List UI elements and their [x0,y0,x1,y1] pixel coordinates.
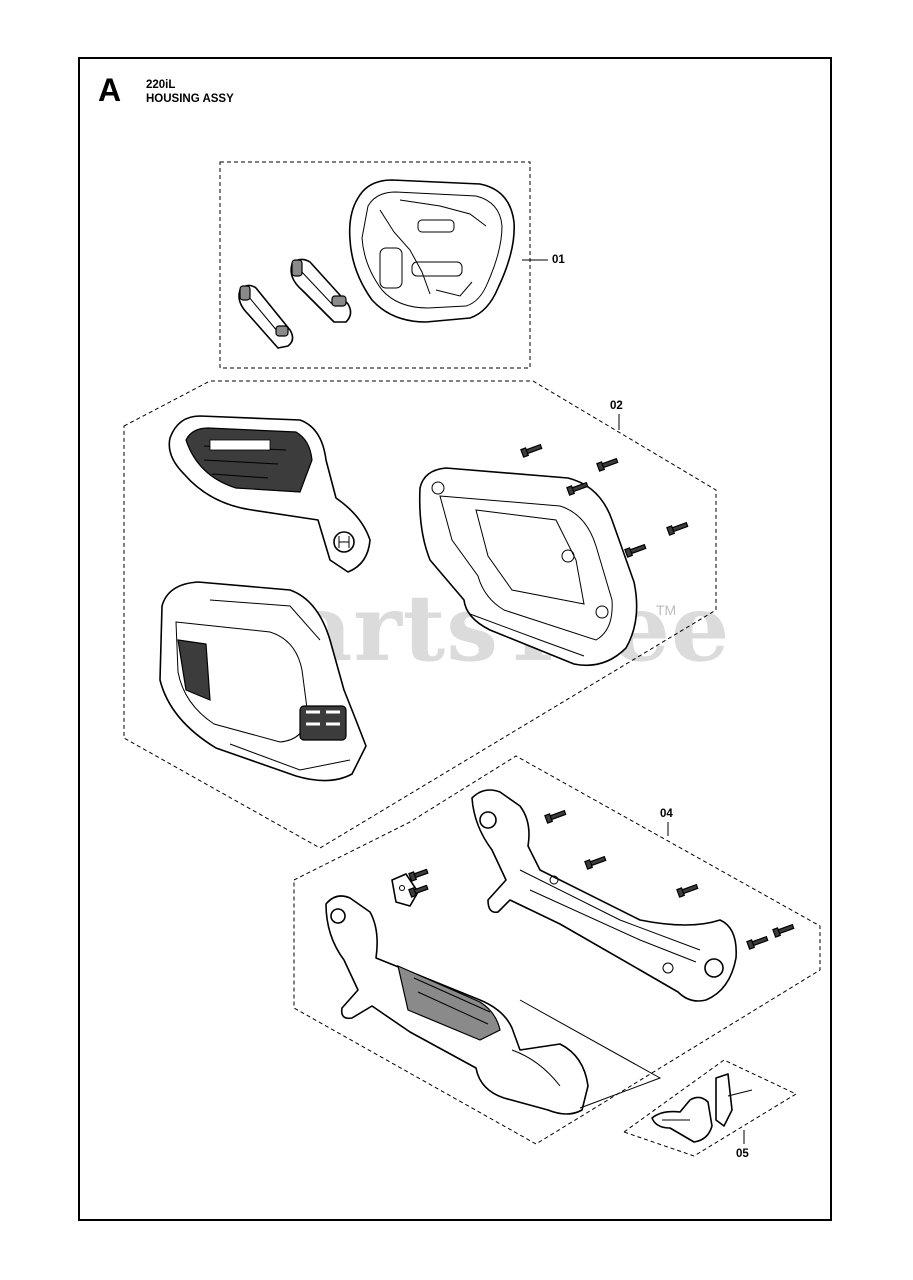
group-02[interactable] [123,380,717,849]
screws-02[interactable] [520,443,689,558]
assembly-title: HOUSING ASSY [146,93,234,105]
section-letter: A [98,72,122,108]
group-02-outline [123,380,717,849]
part-handle-cover[interactable] [348,179,515,323]
callout-01[interactable]: 01 [552,254,565,266]
group-04-outline [293,755,821,1145]
part-top-cover[interactable] [168,415,371,573]
watermark-trademark: TM [656,602,677,618]
group-05[interactable] [622,1059,798,1157]
part-small-bracket[interactable] [391,873,419,907]
group-01-outline [219,161,531,369]
part-trigger[interactable] [651,1073,753,1143]
part-left-handle-half[interactable] [325,895,662,1115]
group-04[interactable] [293,755,821,1145]
model-number: 220iL [146,79,176,91]
part-right-handle-half[interactable] [471,789,737,1002]
callout-02[interactable]: 02 [610,400,623,412]
callout-05[interactable]: 05 [736,1148,749,1160]
screws-04[interactable] [408,809,795,950]
part-clip-small[interactable] [238,284,294,349]
part-clip-large[interactable] [290,258,352,323]
group-05-outline [622,1059,798,1157]
part-front-housing[interactable] [159,581,367,782]
part-rear-housing[interactable] [418,467,638,667]
group-01[interactable] [219,161,548,369]
diagram-frame [78,57,832,1221]
callout-04[interactable]: 04 [660,808,673,820]
